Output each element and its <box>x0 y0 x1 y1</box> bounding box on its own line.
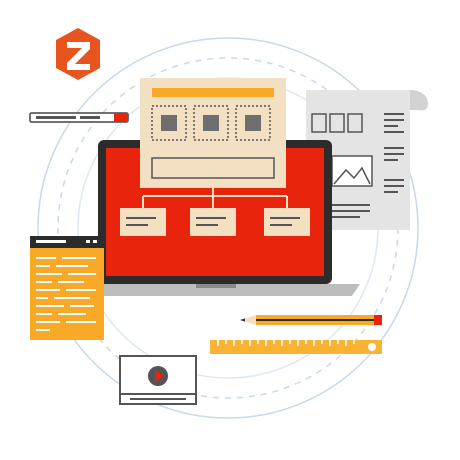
ruler-icon <box>210 340 382 354</box>
code-editor-icon <box>30 236 104 340</box>
pencil-icon <box>240 315 382 325</box>
search-bar-icon <box>29 112 129 123</box>
wireframe-layout-icon <box>140 78 286 188</box>
sitemap-icon <box>120 188 310 236</box>
z-logo-icon <box>56 28 100 80</box>
play-icon <box>148 366 168 386</box>
video-player-icon <box>119 355 197 405</box>
